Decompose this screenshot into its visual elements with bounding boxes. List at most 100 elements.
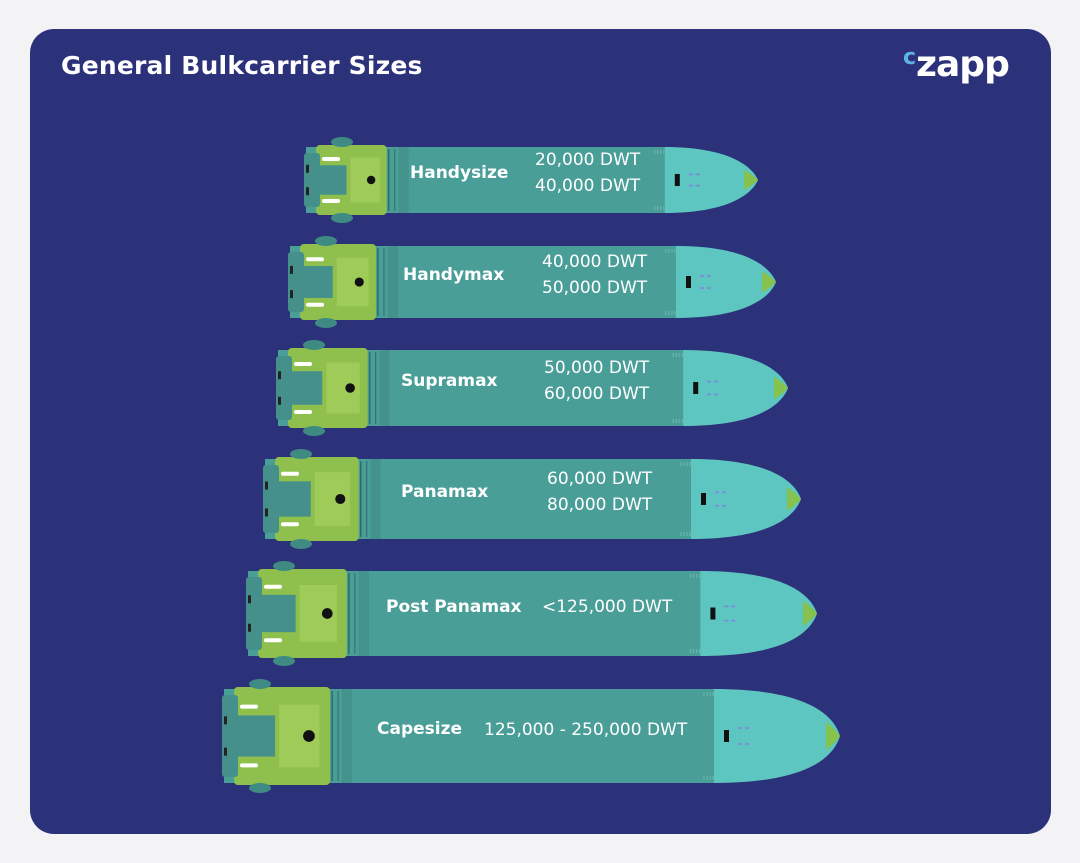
funnel-dot [303,730,315,742]
bow [683,350,788,426]
lifeboat [249,679,271,689]
deck-light [322,199,340,203]
deck-light [281,471,299,476]
lifeboat [249,783,271,793]
bridge [304,266,333,298]
ship-panamax: Panamax 60,000 DWT 80,000 DWT [261,449,801,549]
logo-text: zapp [916,44,1010,85]
ship-illustration [288,236,776,328]
dwt-line: 40,000 DWT [542,252,648,272]
bow [691,459,801,539]
dwt-line: 50,000 DWT [544,358,650,378]
bow [664,147,758,213]
lifeboat [290,539,312,549]
ship-capesize: Capesize 125,000 - 250,000 DWT [220,679,840,793]
lifeboat [331,213,353,223]
deck-light [322,157,340,161]
stern-cap [304,153,320,207]
dwt-line: 20,000 DWT [535,150,641,170]
page-title: General Bulkcarrier Sizes [61,51,423,80]
logo-prefix: c [903,45,916,70]
deck-light [240,763,258,768]
ship-illustration [263,449,801,549]
bow-marker [701,493,706,505]
deck-light [264,584,282,589]
deck-light [240,704,258,709]
infographic-card: General Bulkcarrier Sizes czapp Handysiz… [30,29,1051,834]
bridge [262,594,296,633]
ship-dwt: <125,000 DWT [542,594,672,620]
dwt-line: 80,000 DWT [547,495,653,516]
deck-light [306,302,324,307]
bow-tip [803,601,817,626]
deck-panel [336,257,369,307]
dwt-line: 60,000 DWT [547,469,653,489]
bow-tip [787,487,801,511]
bow-marker [710,607,716,620]
ship-supramax: Supramax 50,000 DWT 60,000 DWT [274,340,788,436]
funnel-dot [354,277,364,287]
bridge [320,165,347,195]
bridge [279,481,311,517]
brand-logo: czapp [903,44,1010,85]
bow-marker [686,276,691,288]
bow-marker [693,382,699,394]
ship-name: Handysize [410,163,509,183]
ship-name: Supramax [401,371,498,391]
stern-cap [276,356,292,420]
ship-name: Handymax [403,265,505,285]
bow-tip [826,722,840,750]
ship-dwt: 50,000 DWT 60,000 DWT [544,355,649,408]
bow-tip [774,376,788,400]
lifeboat [303,340,325,350]
lifeboat [315,236,337,246]
deck-light [306,257,324,262]
deck-light [294,362,312,366]
funnel-dot [335,493,346,505]
stern-cap [263,465,279,533]
dwt-line: 40,000 DWT [535,176,641,197]
ship-handymax: Handymax 40,000 DWT 50,000 DWT [286,236,776,328]
lifeboat [315,318,337,328]
ship-illustration [222,679,840,793]
ship-dwt: 125,000 - 250,000 DWT [484,717,687,743]
ship-illustration [246,561,817,666]
dwt-line: 125,000 - 250,000 DWT [484,719,688,740]
funnel-dot [345,383,355,393]
ship-dwt: 40,000 DWT 50,000 DWT [542,249,647,302]
dwt-line: 50,000 DWT [542,278,648,299]
lifeboat [303,426,325,436]
bow [676,246,776,318]
ship-dwt: 60,000 DWT 80,000 DWT [547,466,652,519]
funnel-dot [321,608,333,619]
ship-handysize: Handysize 20,000 DWT 40,000 DWT [302,137,758,223]
lifeboat [273,561,295,571]
ship-illustration [276,340,788,436]
stern-cap [246,577,262,650]
ship-dwt: 20,000 DWT 40,000 DWT [535,147,640,200]
deck-light [281,522,299,527]
bridge [292,371,323,405]
stern-cap [222,695,238,777]
dwt-line: 60,000 DWT [544,384,650,405]
bridge [238,715,276,757]
ship-illustration [304,137,758,223]
hull [290,246,678,318]
lifeboat [273,656,295,666]
bow-marker [724,730,729,742]
bow [700,571,817,656]
bow-tip [744,170,758,190]
bow-marker [674,174,680,186]
hull [306,147,667,213]
lifeboat [331,137,353,147]
deck-panel [350,157,381,203]
ship-name: Panamax [401,482,489,502]
ship-name: Post Panamax [386,596,522,617]
stern-cap [288,252,304,312]
deck-light [294,410,312,414]
dwt-line: <125,000 DWT [542,597,673,617]
ship-name: Capesize [377,719,463,739]
lifeboat [290,449,312,459]
funnel-dot [366,175,376,185]
bow [714,689,840,783]
